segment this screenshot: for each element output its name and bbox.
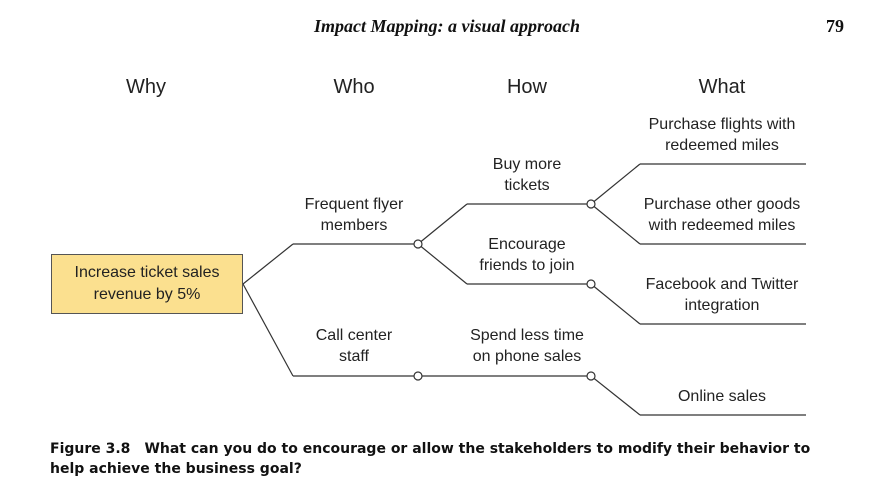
deliverable-purchase-flights: Purchase flights with redeemed miles	[648, 116, 796, 154]
connector-spend-online-sales	[590, 375, 641, 416]
page-number: 79	[826, 16, 844, 36]
running-header-title: Impact Mapping: a visual approach	[313, 16, 581, 36]
junction-node-spend-less	[586, 371, 596, 381]
column-heading-what: What	[698, 76, 746, 98]
actor-call-center: Call center staff	[315, 327, 393, 365]
junction-node-buy-more	[586, 199, 596, 209]
junction-node-call-center	[413, 371, 423, 381]
connector-goal-call-center	[242, 283, 294, 377]
column-heading-why: Why	[126, 76, 166, 98]
impact-spend-less-time: Spend less time on phone sales	[470, 327, 584, 365]
impact-encourage-friends: Encourage friends to join	[479, 236, 575, 274]
column-heading-who: Who	[333, 76, 375, 98]
figure-caption-text: What can you do to encourage or allow th…	[50, 441, 811, 477]
column-heading-how: How	[506, 76, 547, 98]
deliverable-online-sales: Online sales	[677, 388, 767, 405]
actor-frequent-flyers: Frequent flyer members	[304, 196, 404, 234]
goal-box: Increase ticket sales revenue by 5%	[51, 254, 243, 314]
connector-buy-purchase-flights	[590, 163, 641, 205]
deliverable-facebook-twitter: Facebook and Twitter integration	[645, 276, 799, 314]
impact-buy-more-tickets: Buy more tickets	[492, 156, 562, 194]
connector-flyers-encourage	[417, 243, 468, 285]
junction-node-flyers	[413, 239, 423, 249]
deliverable-purchase-goods: Purchase other goods with redeemed miles	[643, 196, 801, 234]
figure-number: Figure 3.8	[50, 441, 131, 457]
connector-goal-frequent-flyers	[242, 243, 294, 285]
connector-encourage-facebook	[590, 283, 641, 325]
junction-node-encourage	[586, 279, 596, 289]
connector-flyers-buy-more	[417, 203, 468, 245]
connector-buy-purchase-goods	[590, 203, 641, 245]
